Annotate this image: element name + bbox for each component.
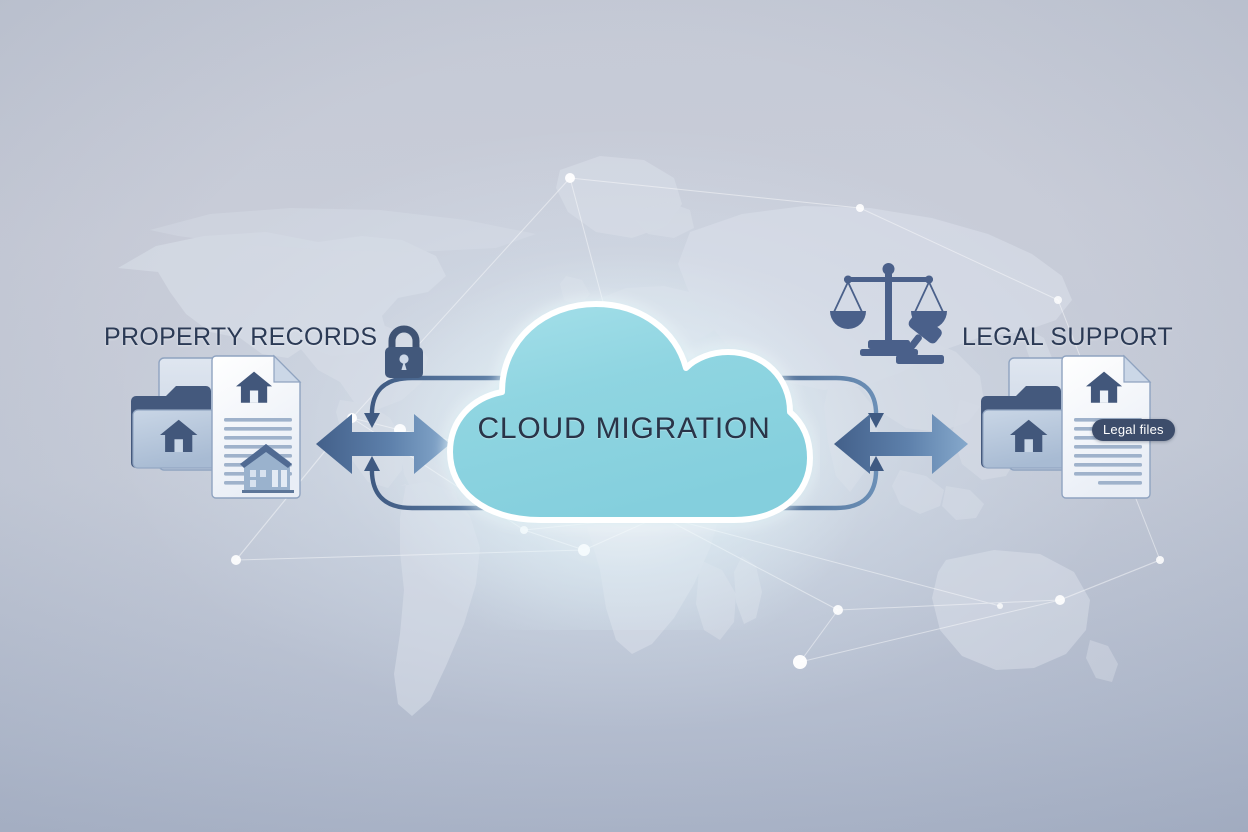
house-icon	[160, 419, 198, 452]
arrow-left-right-icon-right	[834, 414, 968, 474]
curved-arrow-top-right	[705, 375, 884, 428]
cloud-icon	[447, 301, 813, 523]
cloud-label: CLOUD MIGRATION	[477, 412, 771, 445]
section-heading-left: PROPERTY RECORDS	[104, 323, 378, 351]
cloud-migration-node: CLOUD MIGRATION	[428, 284, 820, 542]
house-icon	[1010, 419, 1048, 452]
gavel-icon	[896, 313, 944, 364]
section-heading-right: LEGAL SUPPORT	[962, 323, 1173, 351]
house-illustration	[240, 444, 294, 493]
property-records-icon-group	[124, 352, 324, 512]
lock-icon	[378, 322, 430, 380]
scales-of-justice-icon	[826, 256, 954, 366]
curved-arrow-top-left	[364, 375, 543, 428]
arrow-left-right-icon-left	[316, 414, 450, 474]
legal-files-badge[interactable]: Legal files	[1092, 419, 1175, 441]
curved-arrow-bottom-right	[705, 456, 884, 511]
curved-arrow-bottom-left	[364, 456, 543, 511]
